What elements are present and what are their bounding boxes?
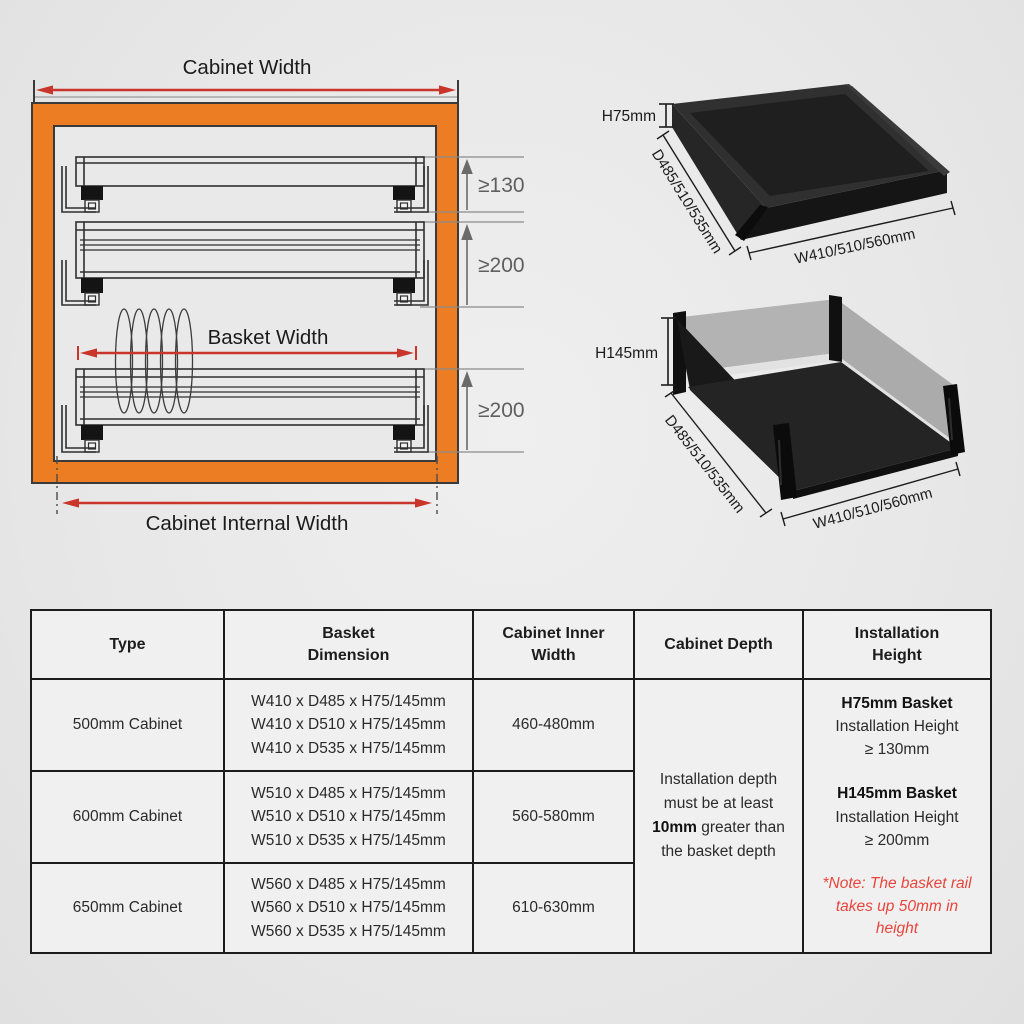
- h145-install-info: H145mm Basket Installation Height ≥ 200m…: [812, 782, 982, 852]
- cell-cabinet-depth-note: Installation depth must be at least 10mm…: [633, 678, 804, 954]
- spec-table: Type Basket Dimension Cabinet Inner Widt…: [30, 609, 992, 954]
- cell-type-600: 600mm Cabinet: [30, 770, 225, 864]
- cell-installation-height: H75mm Basket Installation Height ≥ 130mm…: [802, 678, 992, 954]
- basket-rail-note: *Note: The basket rail takes up 50mm in …: [822, 875, 972, 937]
- dimension-line: W410 x D485 x H75/145mm: [251, 693, 446, 711]
- basket-width-label: Basket Width: [208, 326, 329, 349]
- h75-install-line: Installation Height: [835, 717, 959, 735]
- h75-install-info: H75mm Basket Installation Height ≥ 130mm: [812, 692, 982, 762]
- h145-width-label: W410/510/560mm: [811, 485, 934, 533]
- cabinet-internal-width-dimension: Cabinet Internal Width: [56, 456, 438, 535]
- clearance-middle-label: ≥200: [478, 254, 525, 277]
- basket-with-plates-drawing: [61, 368, 429, 453]
- basket-width-dimension: Basket Width: [77, 326, 417, 360]
- h75-basket-image: H75mm D485/510/535mm W410/510/560mm: [602, 84, 956, 268]
- h145-install-value: ≥ 200mm: [864, 831, 930, 849]
- cell-type-500: 500mm Cabinet: [30, 678, 225, 772]
- cell-dimensions-500: W410 x D485 x H75/145mm W410 x D510 x H7…: [223, 678, 474, 772]
- cabinet-cross-section-diagram: Cabinet Width: [31, 56, 525, 535]
- table-row: 500mm Cabinet W410 x D485 x H75/145mm W4…: [30, 678, 992, 954]
- cell-type-650: 650mm Cabinet: [30, 862, 225, 954]
- dimension-line: W410 x D510 x H75/145mm: [251, 716, 446, 734]
- header-cabinet-depth: Cabinet Depth: [633, 609, 804, 680]
- depth-note-text: greater than the basket depth: [661, 819, 785, 861]
- table-header-row: Type Basket Dimension Cabinet Inner Widt…: [30, 609, 992, 680]
- cell-inner-width-500: 460-480mm: [472, 678, 635, 772]
- h145-height-label: H145mm: [595, 345, 658, 362]
- cabinet-internal-width-label: Cabinet Internal Width: [146, 512, 349, 535]
- cell-inner-width-650: 610-630mm: [472, 862, 635, 954]
- table-row: 600mm Cabinet W510 x D485 x H75/145mm W5…: [30, 770, 991, 864]
- clearance-top-label: ≥130: [478, 174, 525, 197]
- h145-install-line: Installation Height: [835, 808, 959, 826]
- dimension-line: W510 x D510 x H75/145mm: [251, 808, 446, 826]
- header-cabinet-inner-width: Cabinet Inner Width: [472, 609, 635, 680]
- product-renders: H75mm D485/510/535mm W410/510/560mm: [595, 84, 965, 533]
- h75-width-label: W410/510/560mm: [793, 226, 916, 268]
- clearance-callouts: ≥130 ≥200 ≥200: [461, 159, 525, 450]
- h145-basket-image: H145mm D485/510/535mm W410/510/560mm: [595, 295, 965, 533]
- cell-dimensions-600: W510 x D485 x H75/145mm W510 x D510 x H7…: [223, 770, 474, 864]
- dimension-line: W560 x D510 x H75/145mm: [251, 899, 446, 917]
- basket-h145-drawing: [61, 221, 429, 306]
- cabinet-width-label: Cabinet Width: [183, 56, 312, 79]
- dimension-line: W560 x D535 x H75/145mm: [251, 922, 446, 940]
- h75-install-title: H75mm Basket: [841, 694, 953, 712]
- depth-note-bold: 10mm: [652, 819, 697, 836]
- dimension-line: W510 x D485 x H75/145mm: [251, 785, 446, 803]
- cell-dimensions-650: W560 x D485 x H75/145mm W560 x D510 x H7…: [223, 862, 474, 954]
- header-basket-dimension: Basket Dimension: [223, 609, 474, 680]
- h75-height-label: H75mm: [602, 108, 656, 125]
- basket-h75-drawing: [61, 156, 429, 213]
- cell-inner-width-600: 560-580mm: [472, 770, 635, 864]
- dimension-line: W510 x D535 x H75/145mm: [251, 831, 446, 849]
- h75-install-value: ≥ 130mm: [864, 741, 930, 759]
- depth-note-text: Installation depth must be at least: [659, 770, 778, 812]
- plates-icon: [114, 308, 194, 414]
- clearance-leader-lines: [420, 156, 524, 453]
- cabinet-width-dimension: Cabinet Width: [33, 56, 459, 102]
- dimension-line: W560 x D485 x H75/145mm: [251, 876, 446, 894]
- clearance-bottom-label: ≥200: [478, 399, 525, 422]
- table-row: 650mm Cabinet W560 x D485 x H75/145mm W5…: [30, 862, 991, 954]
- header-installation-height: Installation Height: [802, 609, 992, 680]
- header-type: Type: [30, 609, 225, 680]
- dimension-line: W410 x D535 x H75/145mm: [251, 739, 446, 757]
- h145-install-title: H145mm Basket: [837, 785, 957, 803]
